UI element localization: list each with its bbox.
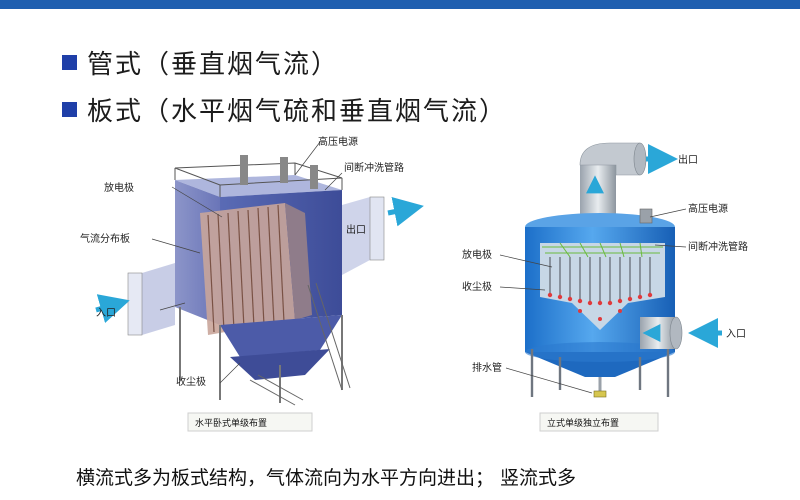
hopper	[220, 315, 342, 357]
label-collector: 收尘极	[462, 280, 492, 293]
top-accent-bar	[0, 0, 800, 9]
precipitator-illustration: 高压电源 间断冲洗管路 放电极 气流分布板 出口 入口 收尘极 水平卧式单级布置	[80, 135, 748, 432]
label-discharge: 放电极	[462, 248, 492, 261]
outlet-pipe	[580, 163, 616, 221]
label-wash: 间断冲洗管路	[344, 161, 404, 174]
caption-text: 水平卧式单级布置	[195, 417, 267, 429]
inlet-hood	[142, 263, 175, 335]
outlet-arrow-icon	[387, 196, 424, 227]
electrode-tubes	[549, 257, 651, 301]
label-drain: 排水管	[472, 361, 502, 374]
outlet-hood	[342, 197, 370, 275]
label-inlet: 入口	[726, 329, 746, 340]
bullet-square-icon	[62, 55, 77, 70]
horizontal-precipitator: 高压电源 间断冲洗管路 放电极 气流分布板 出口 入口 收尘极 水平卧式单级布置	[80, 135, 424, 432]
wash-grid	[542, 242, 663, 258]
transformer-stack	[240, 155, 248, 185]
hopper	[230, 349, 330, 380]
power-box	[639, 208, 653, 224]
bullet-item-plate-type: 板式（水平烟气硫和垂直烟气流）	[62, 91, 507, 128]
label-outlet: 出口	[678, 153, 698, 166]
label-wash: 间断冲洗管路	[688, 240, 748, 253]
label-power: 高压电源	[318, 135, 358, 148]
tank-legs	[530, 349, 670, 397]
transformer-stack	[310, 165, 318, 189]
label-outlet: 出口	[346, 223, 366, 236]
caption-text: 立式单级独立布置	[547, 417, 619, 429]
label-collector: 收尘极	[176, 375, 206, 388]
inlet-arrow-icon	[95, 294, 130, 324]
label-power: 高压电源	[688, 202, 728, 215]
precipitator-figure: 高压电源 间断冲洗管路 放电极 气流分布板 出口 入口 收尘极 水平卧式单级布置	[80, 135, 760, 447]
tank-interior	[540, 243, 665, 330]
bottom-description: 横流式多为板式结构，气体流向为水平方向进出； 竖流式多	[76, 467, 577, 489]
dust-particles	[547, 292, 653, 321]
leader-lines	[151, 141, 343, 384]
leader-lines	[499, 208, 687, 394]
support-legs	[179, 307, 343, 403]
label-inlet: 入口	[96, 308, 116, 319]
caption-box	[187, 412, 313, 432]
bullet-text: 板式（水平烟气硫和垂直烟气流）	[87, 97, 508, 127]
transformer-stack	[280, 157, 288, 183]
stairs	[249, 282, 351, 406]
label-discharge: 放电极	[104, 181, 134, 194]
label-distributor: 气流分布板	[80, 232, 130, 245]
vertical-precipitator: 出口 高压电源 间断冲洗管路 放电极 收尘极 入口 排水管 立式单级独立布置	[462, 142, 748, 432]
bullet-text: 管式（垂直烟气流）	[87, 50, 340, 80]
caption-box	[539, 412, 659, 432]
bullet-item-tube-type: 管式（垂直烟气流）	[62, 44, 339, 81]
electrode-plates	[200, 203, 312, 335]
bullet-square-icon	[62, 102, 77, 117]
